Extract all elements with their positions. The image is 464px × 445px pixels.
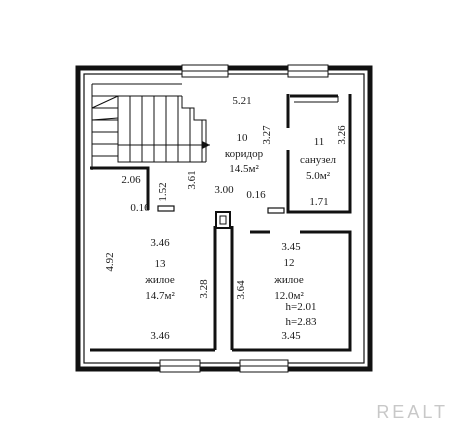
wall-stub-left — [157, 205, 175, 212]
room-10-name: коридор — [225, 148, 264, 160]
dim-r12-top: 3.45 — [281, 241, 301, 253]
dim-corr-mid: 3.00 — [214, 184, 234, 196]
interior-wall-thin — [294, 96, 339, 103]
dim-r13-top-left: 2.06 — [121, 174, 141, 186]
room-11-area: 5.0м² — [306, 170, 331, 182]
window-top — [181, 64, 229, 78]
dim-corr-left: 3.61 — [186, 170, 198, 189]
dim-r13-top: 3.46 — [150, 237, 170, 249]
dim-stub-left: 0.16 — [130, 202, 150, 214]
dim-corr-top: 5.21 — [232, 95, 251, 107]
room-13-name: жилое — [144, 274, 175, 286]
room-13-number: 13 — [155, 258, 167, 270]
watermark: REALT — [376, 402, 448, 422]
room-13-area: 14.7м² — [145, 290, 175, 302]
dim-stub-right: 0.16 — [246, 189, 266, 201]
dim-bath-right: 3.26 — [336, 125, 348, 145]
room-12-area: 12.0м² — [274, 290, 304, 302]
stair-arrow-icon — [202, 141, 210, 149]
ceiling-height-low: h=2.01 — [286, 301, 317, 313]
dim-r12-bottom: 3.45 — [281, 330, 301, 342]
window-bottom-right — [239, 359, 289, 373]
ceiling-height-high: h=2.83 — [286, 316, 317, 328]
dim-corr-right: 3.27 — [261, 125, 273, 145]
dim-r13-right: 3.28 — [198, 279, 210, 299]
dim-bath-bottom: 1.71 — [309, 196, 328, 208]
dim-r12-left: 3.64 — [235, 280, 247, 300]
room-12-name: жилое — [273, 274, 304, 286]
interior-walls — [90, 94, 352, 352]
room-12-number: 12 — [284, 257, 295, 269]
window-top-right — [287, 64, 329, 78]
window-bottom-left — [159, 359, 201, 373]
room-11-name: санузел — [300, 154, 337, 166]
staircase — [91, 83, 210, 170]
room-10-area: 14.5м² — [229, 163, 259, 175]
wall-stub-right — [267, 207, 285, 214]
room-10-number: 10 — [237, 132, 249, 144]
dim-r13-left: 4.92 — [104, 252, 116, 271]
room-11-number: 11 — [314, 136, 325, 148]
dim-r13-notch: 1.52 — [157, 182, 169, 201]
chimney — [215, 211, 231, 229]
dim-r13-bottom: 3.46 — [150, 330, 170, 342]
